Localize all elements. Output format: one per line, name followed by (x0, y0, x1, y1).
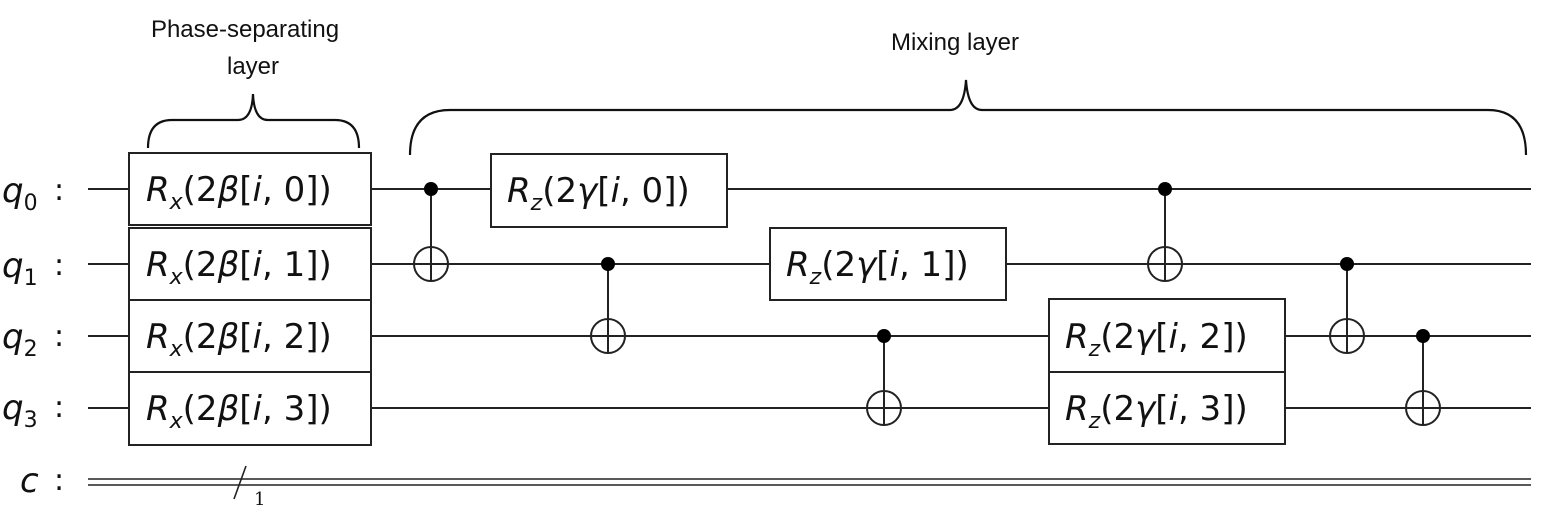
rx-gate-q0: Rx(2β[i, 0]) (128, 152, 372, 226)
svg-text::: : (54, 319, 64, 354)
svg-text:q3: q3 (2, 388, 38, 433)
mixing-brace (408, 79, 1528, 156)
register-width-slash (233, 465, 247, 500)
svg-text::: : (54, 463, 64, 498)
svg-text:Rx(2β[i, 2]): Rx(2β[i, 2]) (146, 317, 332, 362)
rx-gate-q1: Rx(2β[i, 1]) (128, 227, 372, 301)
svg-text::: : (54, 173, 64, 208)
qubit-label-q0: q0 : (2, 171, 64, 216)
phase-separating-label-line2: layer (227, 53, 279, 80)
cnot-control-dot (424, 182, 438, 196)
cnot-gate (1405, 329, 1441, 426)
cnot-control-dot (1158, 182, 1172, 196)
qubit-label-q2: q2 : (2, 317, 64, 362)
cnot-control-dot (1340, 257, 1354, 271)
cnot-control-dot (601, 257, 615, 271)
svg-text:Rx(2β[i, 0]): Rx(2β[i, 0]) (146, 170, 332, 215)
svg-text:c: c (20, 461, 39, 501)
classical-wire: 1 (88, 465, 1531, 510)
qubit-label-q1: q1 : (2, 246, 64, 291)
rz-gate-q2: Rz(2γ[i, 2]) (1048, 298, 1286, 373)
cnot-control-dot (1416, 329, 1430, 343)
cnot-gates (413, 182, 1441, 426)
cnot-gate (1147, 182, 1183, 282)
svg-text:Rx(2β[i, 1]): Rx(2β[i, 1]) (146, 245, 332, 290)
cnot-control-dot (877, 329, 891, 343)
svg-text:q2: q2 (2, 317, 38, 362)
qubit-label-q3: q3 : (2, 388, 64, 433)
mixing-layer-label: Mixing layer (891, 29, 1019, 56)
svg-text:Rz(2γ[i, 2]): Rz(2γ[i, 2]) (1065, 317, 1248, 362)
rz-gate-q0: Rz(2γ[i, 0]) (490, 153, 728, 228)
rz-gate-q3: Rz(2γ[i, 3]) (1048, 371, 1286, 445)
svg-text:Rz(2γ[i, 0]): Rz(2γ[i, 0]) (507, 171, 690, 216)
cnot-gate (413, 182, 449, 282)
svg-text::: : (54, 248, 64, 283)
svg-text:q0: q0 (2, 171, 38, 216)
svg-text:Rz(2γ[i, 1]): Rz(2γ[i, 1]) (786, 245, 969, 290)
svg-text:Rx(2β[i, 3]): Rx(2β[i, 3]) (146, 389, 332, 434)
rx-gate-q3: Rx(2β[i, 3]) (128, 371, 372, 446)
phase-separating-label-line1: Phase-separating (151, 16, 339, 43)
cnot-gate (590, 257, 626, 354)
classical-register-label: c : (20, 461, 64, 501)
rz-gate-q1: Rz(2γ[i, 1]) (769, 227, 1007, 301)
cnot-gate (1329, 257, 1365, 354)
rx-gate-q2: Rx(2β[i, 2]) (128, 299, 372, 373)
svg-text:Rz(2γ[i, 3]): Rz(2γ[i, 3]) (1065, 389, 1248, 434)
svg-text:q1: q1 (2, 246, 38, 291)
phase-separating-brace (146, 93, 361, 149)
svg-text::: : (54, 390, 64, 425)
register-width-label: 1 (254, 489, 265, 510)
cnot-gate (866, 329, 902, 426)
